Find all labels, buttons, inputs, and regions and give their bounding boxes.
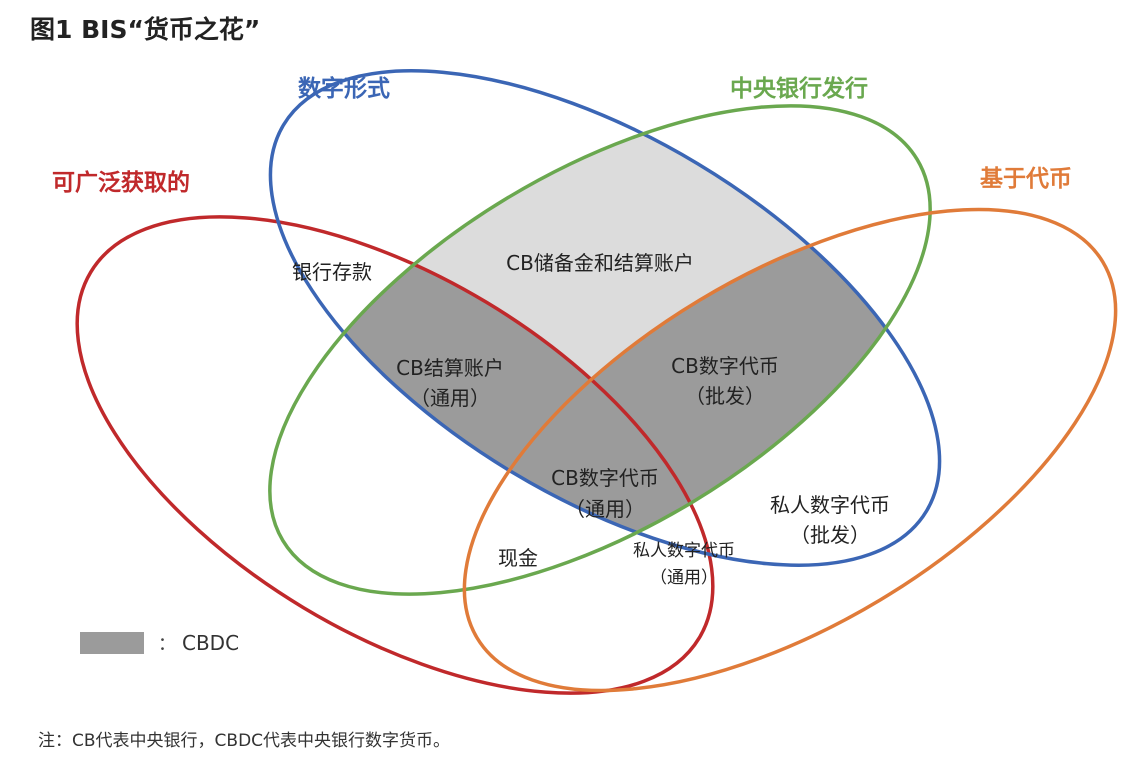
token-based-label: 基于代币	[980, 166, 1072, 192]
widely-accessible-ellipse	[75, 215, 715, 695]
cb-token-general-label: CB数字代币	[551, 466, 659, 490]
cb-token-general-sublabel: （通用）	[565, 497, 645, 521]
digital-form-label: 数字形式	[298, 75, 390, 102]
digital-form-ellipse	[268, 69, 942, 567]
cb-accounts-general-label: CB结算账户	[396, 356, 504, 380]
bank-deposits-label: 银行存款	[292, 260, 372, 284]
private-token-wholesale-sublabel: （批发）	[790, 523, 870, 547]
cb-token-wholesale-label: CB数字代币	[671, 354, 779, 378]
cb-token-wholesale-sublabel: （批发）	[685, 384, 765, 408]
cbdc-legend-swatch	[80, 632, 144, 654]
private-token-wholesale-label: 私人数字代币	[770, 493, 890, 517]
central-bank-issued-ellipse	[268, 104, 932, 596]
legend-separator: ：	[158, 634, 176, 655]
cb-reserves-label: CB储备金和结算账户	[506, 251, 694, 275]
private-token-general-sublabel: （通用）	[650, 568, 718, 588]
token-based-ellipse	[462, 207, 1118, 693]
cash-label: 现金	[498, 546, 538, 570]
widely-accessible-label: 可广泛获取的	[52, 169, 190, 196]
legend: ： CBDC	[80, 630, 239, 656]
cbdc-legend-label: CBDC	[182, 631, 240, 655]
central-bank-issued-label: 中央银行发行	[730, 75, 868, 102]
footnote: 注：CB代表中央银行，CBDC代表中央银行数字货币。	[38, 731, 451, 751]
cb-reserves-region	[269, 105, 931, 595]
cb-accounts-general-sublabel: （通用）	[410, 386, 490, 410]
figure-title: 图1 BIS“货币之花”	[30, 15, 261, 44]
private-token-general-label: 私人数字代币	[633, 541, 735, 561]
